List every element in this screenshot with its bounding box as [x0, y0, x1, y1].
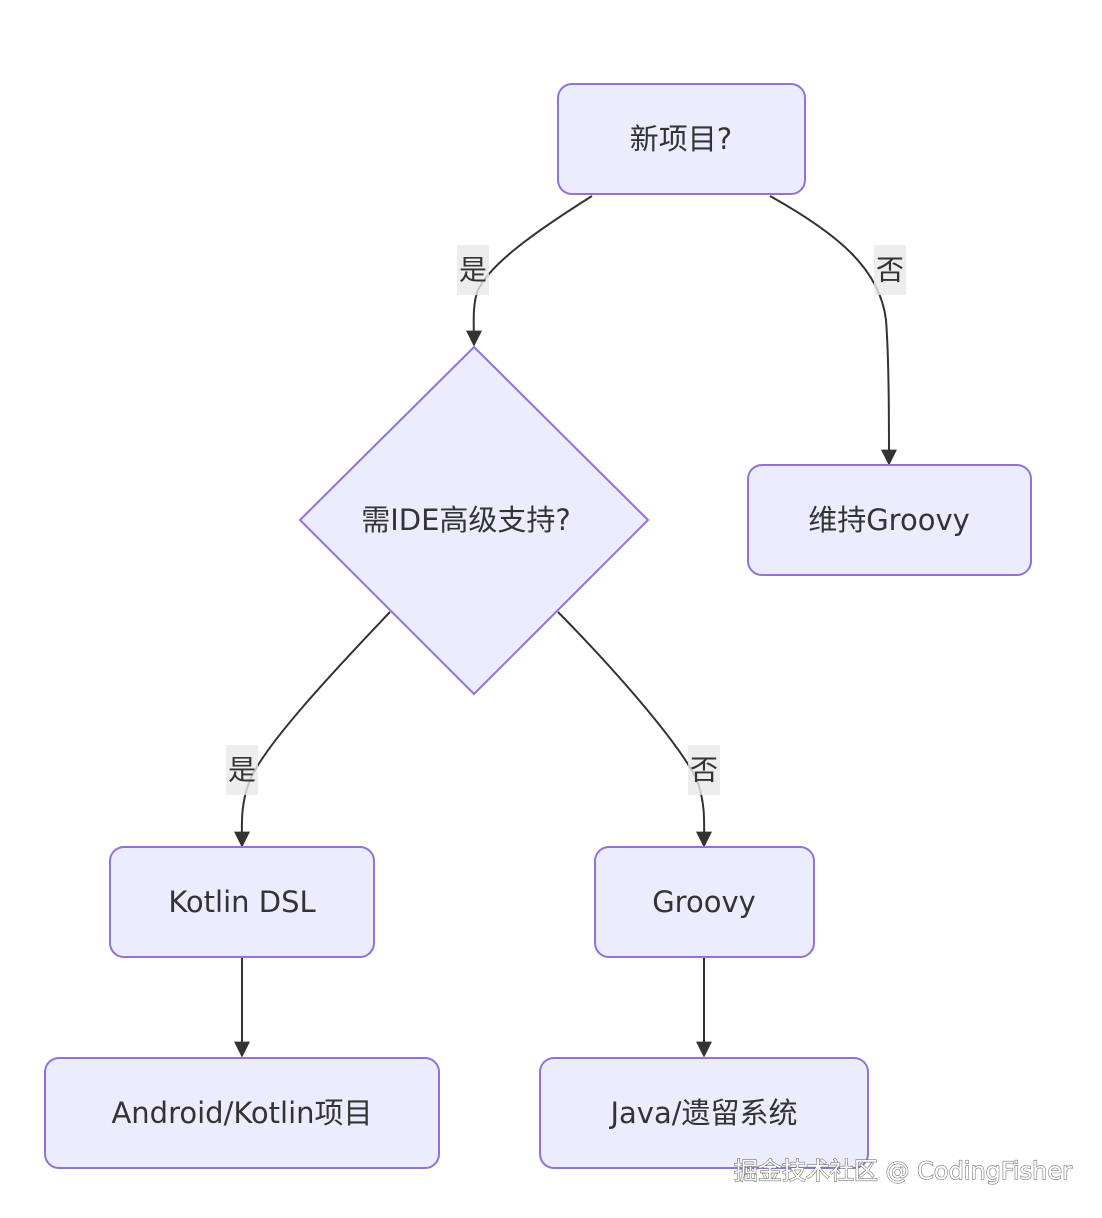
node-groovy: Groovy: [594, 846, 815, 958]
edge-ide-support-to-kotlin-dsl: [233, 611, 391, 848]
node-java-legacy: Java/遗留系统: [539, 1057, 869, 1169]
svg-text:否: 否: [690, 754, 718, 787]
svg-text:是: 是: [459, 254, 487, 287]
edge-new-project-to-keep-groovy: [769, 195, 897, 466]
svg-text:Groovy: Groovy: [652, 885, 756, 919]
node-ide-support: 需IDE高级支持?: [298, 345, 650, 696]
svg-text:Kotlin DSL: Kotlin DSL: [168, 885, 315, 919]
edge-label-new-yes: 是: [457, 245, 489, 295]
svg-text:Java/遗留系统: Java/遗留系统: [608, 1096, 797, 1130]
node-new-project: 新项目?: [557, 83, 806, 195]
node-kotlin-dsl: Kotlin DSL: [109, 846, 375, 958]
node-keep-groovy: 维持Groovy: [747, 464, 1032, 576]
edge-ide-support-to-groovy: [557, 611, 713, 848]
svg-text:需IDE高级支持?: 需IDE高级支持?: [361, 503, 571, 537]
edge-label-ide-no: 否: [688, 745, 720, 795]
svg-text:Android/Kotlin项目: Android/Kotlin项目: [111, 1096, 372, 1130]
svg-text:新项目?: 新项目?: [630, 122, 732, 156]
edge-new-project-to-ide-support: [465, 195, 593, 347]
edge-label-new-no: 否: [874, 245, 906, 295]
watermark: 掘金技术社区 @ CodingFisher: [734, 1157, 1072, 1185]
svg-text:维持Groovy: 维持Groovy: [808, 503, 970, 537]
edge-label-ide-yes: 是: [226, 745, 258, 795]
svg-text:是: 是: [228, 754, 256, 787]
svg-text:否: 否: [876, 254, 904, 287]
node-android-kotlin: Android/Kotlin项目: [44, 1057, 440, 1169]
